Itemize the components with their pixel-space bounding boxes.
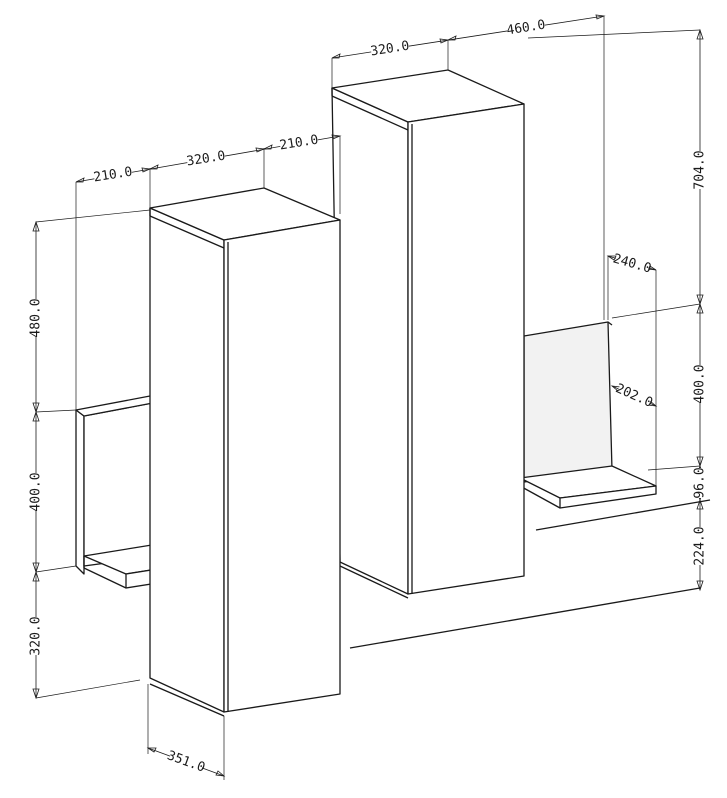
- right-shelf-board-front: [559, 485, 657, 509]
- right-cabinet-side: [331, 87, 409, 595]
- dim-label-right-back-depth: 202.0: [613, 381, 655, 411]
- dim-label-right-width: 320.0: [369, 39, 410, 60]
- left-tall-cabinet: [149, 187, 341, 717]
- left-cabinet-front: [223, 219, 341, 713]
- right-tall-cabinet: [331, 69, 701, 649]
- right-vertical-dimensions: [696, 28, 704, 592]
- dim-label-left-width: 320.0: [185, 149, 226, 170]
- right-shelf-back-panel: [523, 321, 613, 483]
- dim-label-left-upper-height: 480.0: [29, 298, 44, 337]
- left-shelf-back-side: [75, 409, 85, 575]
- dim-label-right-middle-height: 400.0: [693, 364, 708, 403]
- left-shelf-back-panel: [83, 401, 159, 567]
- right-shelf-unit: [519, 321, 711, 531]
- dim-label-bottom-depth: 351.0: [165, 748, 207, 775]
- dim-label-right-small-gap: 96.0: [693, 467, 708, 498]
- dim-label-left-depth-left: 210.0: [92, 165, 133, 186]
- dim-label-right-span: 460.0: [505, 18, 546, 39]
- dim-label-left-lower-height: 320.0: [29, 616, 44, 655]
- extension-lines: [35, 16, 701, 780]
- dim-label-left-middle-height: 400.0: [29, 472, 44, 511]
- dim-label-right-bottom-height: 224.0: [693, 526, 708, 565]
- left-cabinet-side: [149, 207, 225, 713]
- dim-label-right-shelf-depth: 240.0: [611, 251, 653, 276]
- right-cabinet-front: [407, 103, 525, 595]
- dim-label-right-total-height: 704.0: [693, 150, 708, 189]
- dim-label-left-depth-right: 210.0: [278, 133, 319, 154]
